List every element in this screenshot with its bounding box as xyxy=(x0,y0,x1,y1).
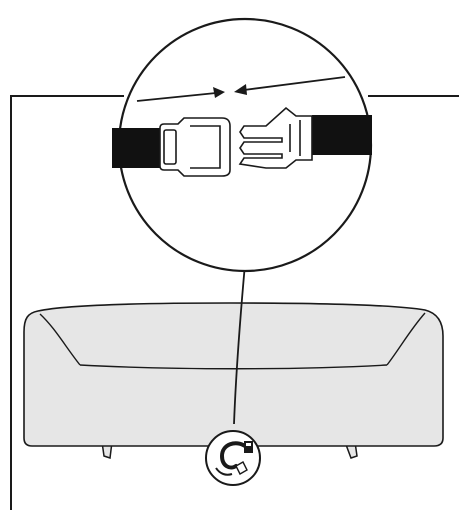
arrow-left-icon xyxy=(234,76,346,95)
wall-outline xyxy=(10,95,459,510)
anchor-strap-icon xyxy=(205,430,261,486)
detail-magnifier xyxy=(112,17,373,273)
sofa-seat-lines xyxy=(39,312,426,370)
buckle-female xyxy=(159,117,231,177)
strap-right xyxy=(312,115,372,155)
sofa-body xyxy=(23,302,444,447)
sofa xyxy=(23,302,444,460)
buckle-male xyxy=(238,106,313,169)
arrow-right-icon xyxy=(136,87,225,102)
callout-line xyxy=(233,263,246,425)
